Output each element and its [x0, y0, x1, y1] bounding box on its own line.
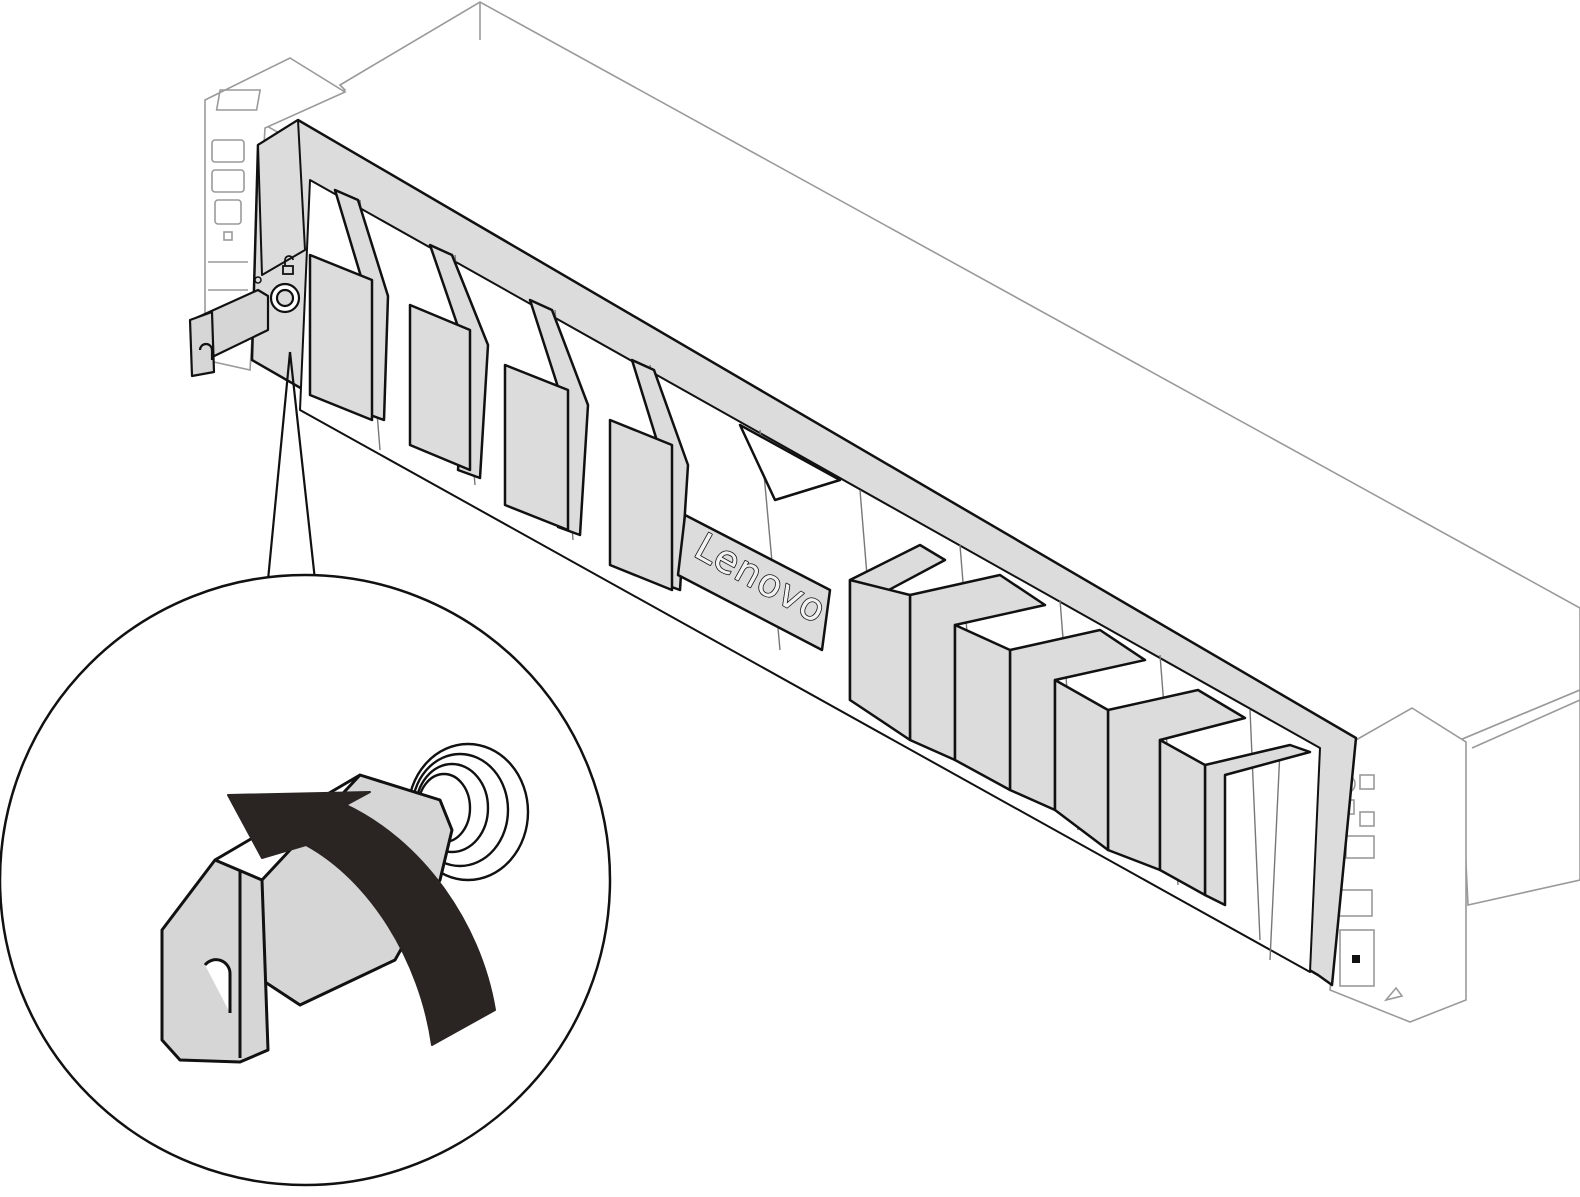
grille-fins-right — [848, 543, 1312, 907]
server-chassis — [204, 1, 1580, 1023]
rotate-clockwise-arrow-icon — [227, 791, 496, 1046]
usb-port-1 — [211, 139, 245, 163]
callout-connector — [266, 351, 317, 581]
center-vent — [738, 423, 842, 502]
grille-fins-left — [308, 188, 690, 592]
lock-detail-callout — [0, 573, 612, 1187]
right-rack-ear — [1329, 707, 1467, 1023]
unlock-symbol-icon — [282, 255, 294, 275]
usb-port-2 — [211, 169, 245, 193]
security-bezel: Lenovo — [250, 118, 1358, 987]
id-button — [1339, 929, 1375, 987]
lock-dot-indicator — [254, 276, 262, 284]
key-icon — [188, 282, 301, 378]
vga-port — [214, 199, 242, 225]
